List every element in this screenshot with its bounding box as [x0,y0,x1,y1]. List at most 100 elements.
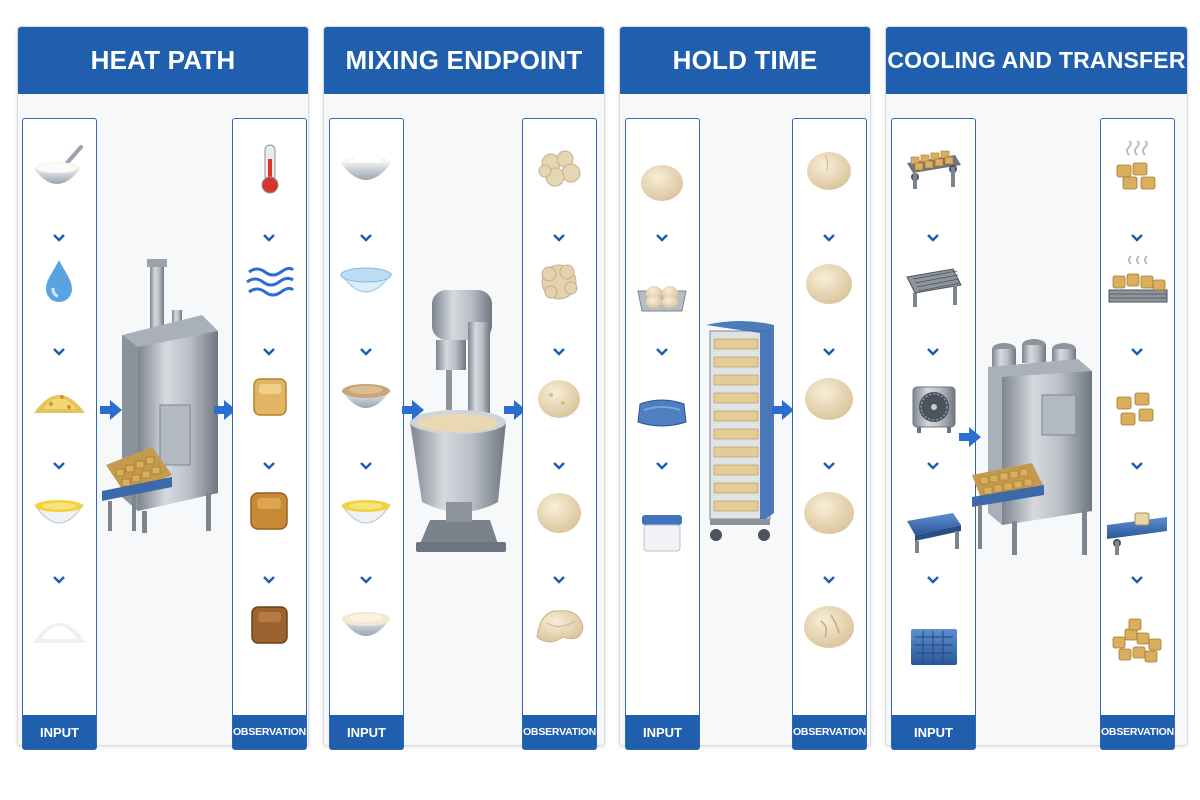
chevron-down-icon [821,574,837,586]
chevron-down-icon [1129,346,1145,358]
chevron-down-icon [925,232,941,244]
chevron-down-icon [261,346,277,358]
dark-crust-cube-icon [239,597,300,653]
chevron-down-icon [358,346,374,358]
input-column: INPUT [625,118,700,750]
input-label: INPUT [330,715,403,749]
chevron-down-icon [51,460,67,472]
input-column: INPUT [329,118,404,750]
chevron-down-icon [261,574,277,586]
chevron-down-icon [821,232,837,244]
input-column: INPUT [22,118,97,750]
chevron-down-icon [51,574,67,586]
stretched-dough-icon [529,597,590,653]
input-label: INPUT [23,715,96,749]
chevron-down-icon [358,232,374,244]
heat-waves-icon [239,254,300,310]
chevron-down-icon [551,232,567,244]
tunnel-oven-icon [102,259,218,533]
chevron-down-icon [551,574,567,586]
observation-column: OBSERVATION [522,118,597,750]
chevron-down-icon [358,460,374,472]
chevron-down-icon [1129,232,1145,244]
panel-title: HEAT PATH [18,27,308,94]
dough-ball-icon [632,155,693,211]
chevron-down-icon [261,460,277,472]
arrow-right-icon [504,400,526,420]
chevron-down-icon [925,460,941,472]
panel-hold-time: HOLD TIME INPUT [619,26,871,750]
oil-bowl-icon [336,483,397,539]
light-crust-cube-icon [239,369,300,425]
cubes-on-belt-icon [1107,503,1168,559]
chevron-down-icon [261,232,277,244]
chevron-down-icon [925,574,941,586]
relaxed-dough-icon [799,483,860,539]
thermometer-icon [239,141,300,197]
cloth-cover-icon [632,382,693,438]
water-drop-icon [29,254,90,310]
cooling-fan-icon [898,381,969,437]
panel-heat-path: HEAT PATH INPUT [17,26,309,750]
shaggy-dough-icon [529,141,590,197]
chevron-down-icon [1129,460,1145,472]
cooling-tunnel-icon [972,339,1092,555]
storage-container-icon [632,505,693,561]
cubes-on-mesh-icon [1107,254,1168,310]
proofing-rack-icon [706,321,774,541]
steaming-cubes-icon [1107,141,1168,197]
dough-tray-icon [632,269,693,325]
rounded-dough-icon [799,369,860,425]
oil-bowl-icon [29,483,90,539]
flour-bowl-icon [29,141,90,197]
golden-crust-cube-icon [239,483,300,539]
arrow-right-icon [214,400,236,420]
cracked-dough-icon [799,597,860,653]
chevron-down-icon [654,346,670,358]
panel-cooling-and-transfer: COOLING AND TRANSFER INPUT [885,26,1188,750]
observation-column: OBSERVATION [1100,118,1175,750]
panel-title: HOLD TIME [620,27,870,94]
arrow-right-icon [100,400,122,420]
chevron-down-icon [654,232,670,244]
arrow-right-icon [959,427,981,447]
transfer-crate-icon [898,619,969,675]
grain-bowl-icon [336,369,397,425]
input-label: INPUT [626,715,699,749]
arrow-right-icon [772,400,794,420]
observation-column: OBSERVATION [232,118,307,750]
stand-mixer-icon [410,290,506,552]
observation-label: OBSERVATION [1101,715,1174,749]
flour-bowl-icon [336,141,397,197]
chevron-down-icon [551,460,567,472]
observation-label: OBSERVATION [523,715,596,749]
grain-pile-icon [29,369,90,425]
panel-title: COOLING AND TRANSFER [886,27,1187,94]
chevron-down-icon [358,574,374,586]
chevron-down-icon [925,346,941,358]
cooled-cubes-icon [1107,381,1168,437]
chevron-down-icon [51,346,67,358]
panel-mixing-endpoint: MIXING ENDPOINT INPUT [323,26,605,750]
chevron-down-icon [654,460,670,472]
input-label: INPUT [892,715,975,749]
water-bowl-icon [336,254,397,310]
elastic-dough-icon [529,483,590,539]
chevron-down-icon [551,346,567,358]
mesh-conveyor-icon [898,259,969,315]
risen-dough-icon [799,254,860,310]
observation-label: OBSERVATION [233,715,306,749]
observation-column: OBSERVATION [792,118,867,750]
chevron-down-icon [51,232,67,244]
loaded-conveyor-icon [898,141,969,197]
input-column: INPUT [891,118,976,750]
smooth-dough-icon [529,369,590,425]
arrow-right-icon [402,400,424,420]
chevron-down-icon [821,346,837,358]
panel-title: MIXING ENDPOINT [324,27,604,94]
flour-bowl-icon [336,597,397,653]
chevron-down-icon [1129,574,1145,586]
proofed-dough-icon [799,141,860,197]
chevron-down-icon [821,460,837,472]
rough-dough-icon [529,254,590,310]
